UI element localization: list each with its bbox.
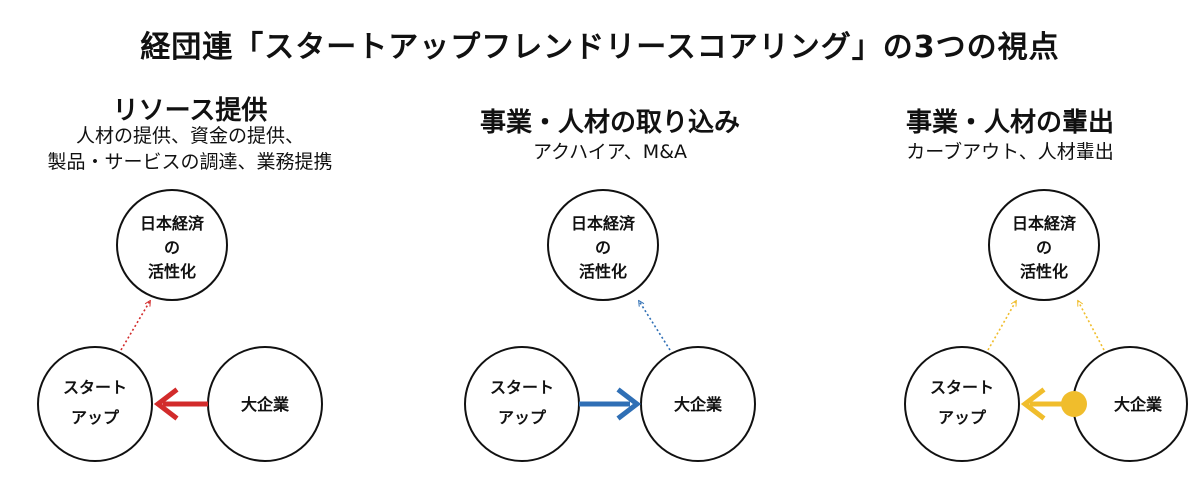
- startup-circle: [464, 346, 580, 462]
- thick-arrow-corporation-to-startup: [153, 387, 208, 421]
- panel-subtitle-line: アクハイア、M&A: [532, 141, 688, 163]
- dotted-arrow-corporation-to-economy: [639, 301, 671, 351]
- spinout-origin-dot: [1061, 391, 1087, 417]
- economy-label: 日本経済: [571, 214, 636, 233]
- economy-label: 日本経済: [140, 214, 205, 233]
- startup-label: アップ: [71, 408, 120, 427]
- economy-label: の: [1036, 238, 1052, 257]
- panel-diagram: 日本経済 の 活性化 スタート アップ 大企業: [464, 189, 756, 462]
- economy-label: 日本経済: [1012, 214, 1077, 233]
- startup-circle: [904, 346, 1020, 462]
- panel-subtitle-line: 人材の提供、資金の提供、: [75, 125, 304, 147]
- spinout-arrow-corporation-to-startup: [1020, 387, 1087, 421]
- dotted-arrow-startup-to-economy: [987, 301, 1016, 351]
- startup-label: スタート: [930, 378, 994, 397]
- page-title: 経団連「スタートアップフレンドリースコアリング」の3つの視点: [140, 30, 1060, 65]
- panel-business-talent-acquisition: 事業・人材の取り込み アクハイア、M&A 日本経済 の 活性化 スタート アップ…: [420, 88, 800, 480]
- startup-label: スタート: [63, 378, 127, 397]
- panel-subtitle-line: カーブアウト、人材輩出: [906, 141, 1114, 163]
- panel-business-talent-spinout: 事業・人材の輩出 カーブアウト、人材輩出 日本経済 の 活性化 スタート アップ…: [820, 88, 1200, 480]
- panel-title: 事業・人材の取り込み: [479, 108, 740, 138]
- economy-label: の: [164, 238, 180, 257]
- panel-resource-provision: リソース提供 人材の提供、資金の提供、 製品・サービスの調達、業務提携 日本経済…: [0, 88, 380, 480]
- corporation-label: 大企業: [674, 395, 723, 414]
- economy-circle: [988, 189, 1100, 301]
- panel-title: 事業・人材の輩出: [905, 108, 1114, 138]
- panel-diagram: 日本経済 の 活性化 スタート アップ 大企業: [37, 189, 323, 462]
- panel-subtitle-line: 製品・サービスの調達、業務提携: [47, 151, 333, 173]
- economy-label: 活性化: [148, 262, 196, 281]
- thick-arrow-startup-to-corporation: [579, 387, 642, 421]
- economy-circle: [116, 189, 228, 301]
- panel-title: リソース提供: [112, 96, 268, 126]
- economy-label: の: [595, 238, 611, 257]
- economy-label: 活性化: [579, 262, 627, 281]
- corporation-label: 大企業: [1114, 395, 1163, 414]
- dotted-arrow-corporation-to-economy: [1078, 301, 1105, 351]
- panel-diagram: 日本経済 の 活性化 スタート アップ 大企業: [904, 189, 1188, 462]
- economy-circle: [547, 189, 659, 301]
- startup-circle: [37, 346, 153, 462]
- corporation-label: 大企業: [241, 395, 290, 414]
- economy-label: 活性化: [1020, 262, 1068, 281]
- startup-label: アップ: [498, 408, 547, 427]
- startup-label: スタート: [490, 378, 554, 397]
- dotted-arrow-startup-to-economy: [120, 301, 150, 351]
- startup-label: アップ: [938, 408, 987, 427]
